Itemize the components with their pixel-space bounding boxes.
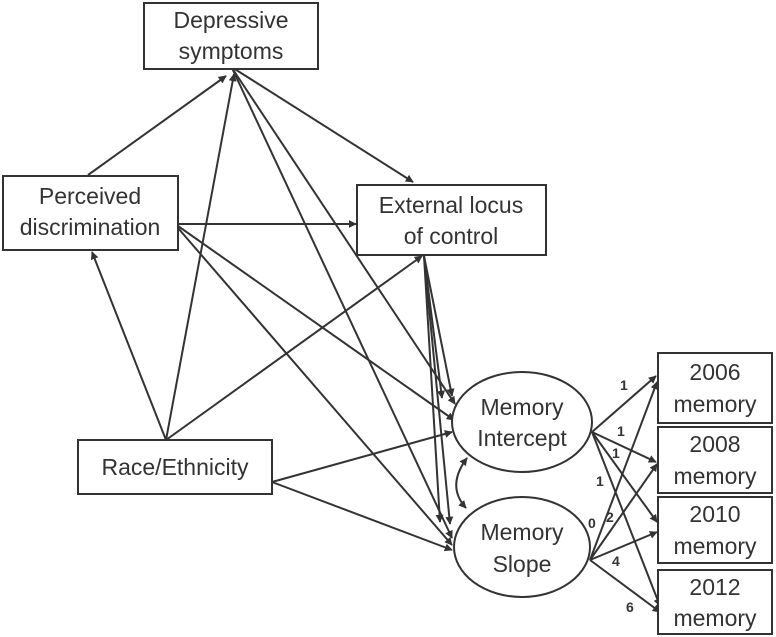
oval-memory-intercept: [451, 371, 593, 473]
edge-intercept-2012: [591, 431, 662, 607]
edge-discrimination-depressive: [87, 75, 227, 176]
label-locus-line1: External locus: [379, 192, 523, 218]
node-2008-memory: 2008 memory: [657, 426, 773, 494]
edge-depressive-locus: [229, 65, 414, 183]
label-locus-line2: of control: [404, 223, 499, 249]
node-2012-memory: 2012 memory: [657, 569, 773, 635]
label-depressive-line1: Depressive: [173, 7, 288, 33]
label-intercept-line2: Intercept: [477, 425, 567, 451]
loading-labels: 1 1 1 1 0 2 4 6: [588, 377, 634, 615]
node-2010-memory: 2010 memory: [657, 496, 773, 564]
label-discrimination-line1: Perceived: [39, 183, 141, 209]
box-2012-memory: [657, 569, 773, 635]
loading-intercept-2008: 1: [617, 423, 625, 439]
label-depressive-line2: symptoms: [179, 38, 284, 64]
edge-discrimination-intercept: [177, 225, 455, 421]
node-perceived-discrimination: Perceived discrimination: [2, 175, 179, 251]
box-perceived-discrimination: [2, 175, 179, 251]
edge-race-discrimination: [90, 251, 167, 441]
edge-depressive-intercept: [231, 67, 456, 405]
loading-intercept-2012: 1: [596, 473, 604, 489]
label-2012-line2: memory: [673, 605, 757, 631]
label-2006-line2: memory: [673, 391, 757, 417]
label-2008-line2: memory: [673, 463, 757, 489]
label-2012-line1: 2012: [689, 574, 740, 600]
box-2006-memory: [657, 352, 773, 424]
edge-intercept-2008: [591, 431, 657, 463]
label-2006-line1: 2006: [689, 359, 740, 385]
edge-race-depressive: [165, 73, 237, 441]
edge-locus-slope-a: [423, 255, 444, 523]
loading-intercept-2010: 1: [612, 445, 620, 461]
box-2008-memory: [657, 426, 773, 494]
node-race-ethnicity: Race/Ethnicity: [77, 439, 273, 495]
label-discrimination-line2: discrimination: [20, 214, 161, 240]
label-2008-line1: 2008: [689, 431, 740, 457]
label-race-ethnicity: Race/Ethnicity: [101, 454, 249, 480]
loading-slope-2008: 2: [606, 509, 614, 525]
box-external-locus: [356, 184, 547, 256]
box-depressive-symptoms: [143, 2, 319, 70]
edge-slope-2010: [589, 531, 658, 561]
box-2010-memory: [657, 496, 773, 564]
edge-slope-2012: [589, 559, 661, 613]
node-2006-memory: 2006 memory: [657, 352, 773, 424]
edge-race-intercept: [271, 430, 453, 483]
edge-race-locus: [165, 255, 423, 441]
edge-intercept-slope-covariance: [455, 457, 468, 509]
node-memory-slope: Memory Slope: [453, 496, 591, 598]
box-race-ethnicity: [77, 439, 273, 495]
edge-discrimination-slope: [177, 227, 453, 546]
label-intercept-line1: Memory: [480, 394, 564, 420]
node-depressive-symptoms: Depressive symptoms: [143, 2, 319, 70]
edge-slope-2006: [589, 381, 659, 561]
edge-intercept-2010: [591, 431, 658, 523]
loading-slope-2012: 6: [626, 599, 634, 615]
edge-slope-2008: [589, 463, 658, 561]
edge-intercept-2006: [591, 375, 657, 433]
label-2010-line1: 2010: [689, 501, 740, 527]
node-external-locus: External locus of control: [356, 184, 547, 256]
edge-locus-intercept-b: [423, 255, 455, 397]
label-2010-line2: memory: [673, 533, 757, 559]
edge-race-slope: [271, 481, 453, 552]
edges: [87, 65, 662, 613]
edge-locus-slope-b: [423, 255, 454, 525]
loading-slope-2010: 4: [612, 553, 620, 569]
oval-memory-slope: [453, 496, 591, 598]
node-memory-intercept: Memory Intercept: [451, 371, 593, 473]
edge-depressive-slope: [231, 67, 453, 539]
loading-intercept-2006: 1: [620, 377, 628, 393]
label-slope-line1: Memory: [480, 519, 564, 545]
label-slope-line2: Slope: [493, 551, 552, 577]
loading-slope-2006: 0: [588, 515, 596, 531]
